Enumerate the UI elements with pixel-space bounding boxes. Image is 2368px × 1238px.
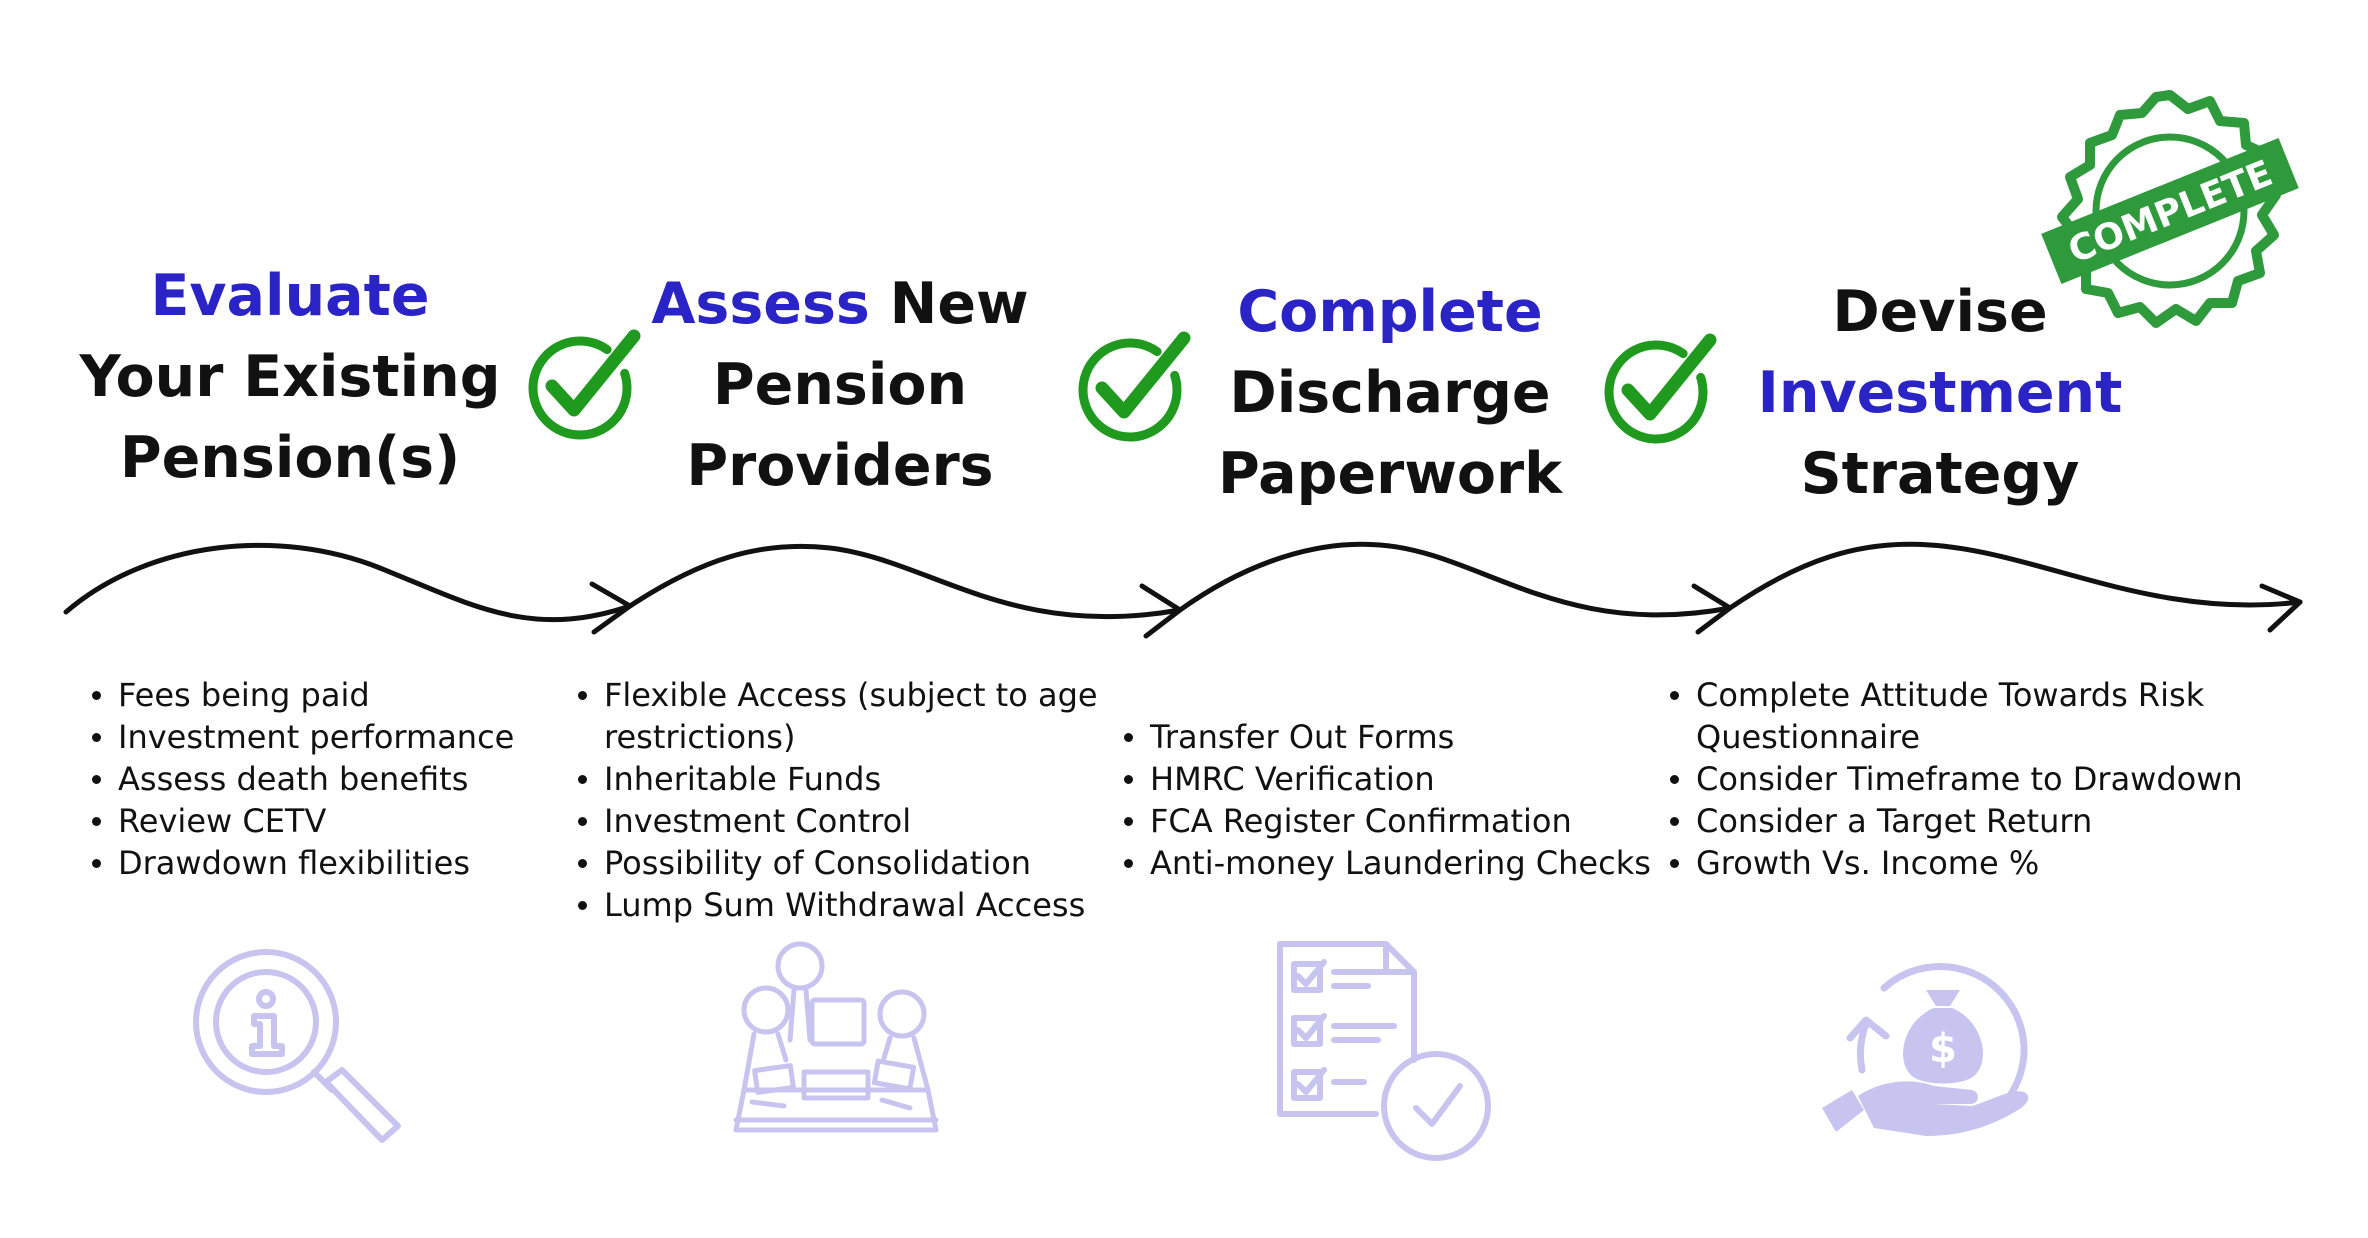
bullet-item: Anti-money Laundering Checks (1124, 842, 1670, 884)
complete-stamp-icon: COMPLETE (2041, 90, 2299, 328)
bullet-item: Consider Timeframe to Drawdown (1670, 758, 2316, 800)
arrow-head-3 (1691, 583, 1733, 635)
heading-line: Your Existing (40, 337, 540, 418)
green-checkmark-icon (1604, 333, 1717, 444)
bullet-item: Questionnaire (1696, 718, 1921, 756)
magnifier-info-icon (193, 949, 401, 1143)
heading-word: Pension(s) (119, 425, 461, 491)
heading-accent-word: Complete (1237, 279, 1543, 345)
green-checkmark-icon (1078, 331, 1191, 442)
heading-line: Investment (1680, 353, 2200, 434)
heading-word: Discharge (1229, 360, 1551, 426)
heading-word: Providers (686, 433, 994, 499)
bullet-item: Growth Vs. Income % (1670, 842, 2316, 884)
arrow-head-1 (589, 581, 633, 635)
bullet-item: Complete Attitude Towards Risk (1670, 674, 2316, 716)
checklist-document-icon (1277, 941, 1491, 1161)
heading-line: Complete (1130, 272, 1650, 353)
heading-accent-word: Evaluate (150, 263, 430, 329)
arrow-head-4 (2259, 583, 2303, 633)
meeting-table-icon (733, 941, 939, 1133)
bullet-item: Investment performance (92, 716, 578, 758)
green-checkmark-icon (528, 329, 641, 440)
heading-line: Providers (580, 426, 1100, 507)
bullet-item: FCA Register Confirmation (1124, 800, 1670, 842)
heading-line: Paperwork (1130, 434, 1650, 515)
money-bag-hand-icon: $ (1822, 963, 2029, 1136)
bullet-item: Inheritable Funds (578, 758, 1124, 800)
bullet-item: Assess death benefits (92, 758, 578, 800)
bullet-item: HMRC Verification (1124, 758, 1670, 800)
bullet-item: Possibility of Consolidation (578, 842, 1124, 884)
timeline-curve (63, 541, 2303, 623)
bullet-item: Lump Sum Withdrawal Access (578, 884, 1124, 926)
heading-line: Strategy (1680, 434, 2200, 515)
arrow-head-2 (1139, 583, 1183, 639)
heading-word: New (869, 271, 1029, 337)
heading-line: Pension (580, 345, 1100, 426)
bullet-item: Investment Control (578, 800, 1124, 842)
heading-word: Paperwork (1217, 441, 1563, 507)
heading-word: Strategy (1800, 441, 2080, 507)
svg-text:$: $ (1929, 1026, 1957, 1072)
heading-word: Your Existing (79, 344, 501, 410)
heading-line: Evaluate (40, 256, 540, 337)
heading-line: Discharge (1130, 353, 1650, 434)
heading-accent-word: Investment (1757, 360, 2123, 426)
bullet-item: Review CETV (92, 800, 578, 842)
bullet-item: Drawdown flexibilities (92, 842, 578, 884)
heading-line: Devise (1680, 272, 2200, 353)
bullet-item: Fees being paid (92, 674, 578, 716)
bullet-item: Consider a Target Return (1670, 800, 2316, 842)
heading-line: Pension(s) (40, 418, 540, 499)
heading-word: Pension (712, 352, 968, 418)
heading-word: Devise (1832, 279, 2048, 345)
bullet-item: Flexible Access (subject to age (578, 674, 1124, 716)
heading-line: Assess New (580, 264, 1100, 345)
bullet-item: restrictions) (604, 718, 796, 756)
bullet-item: Transfer Out Forms (1124, 716, 1670, 758)
heading-accent-word: Assess (651, 271, 870, 337)
